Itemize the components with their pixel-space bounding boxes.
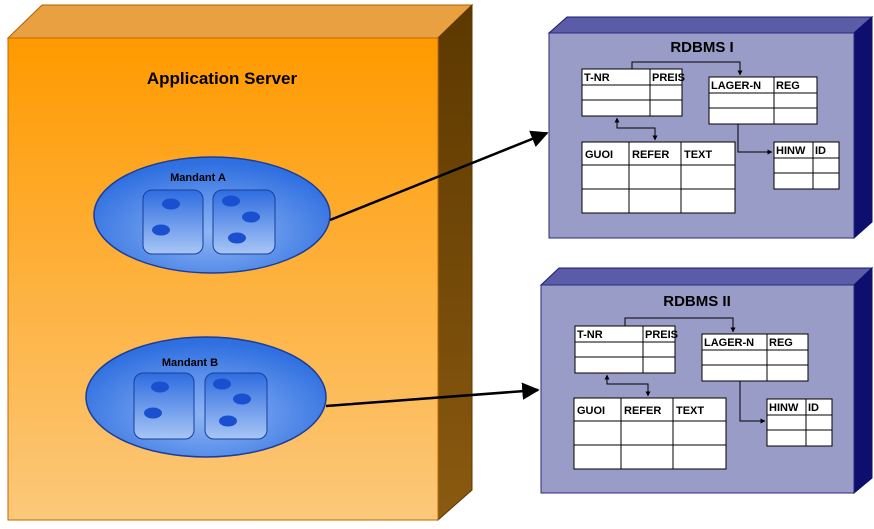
relation-line: [739, 381, 766, 424]
dot-icon: [144, 407, 162, 419]
table-header: T-NR: [584, 72, 610, 84]
table-header: REFER: [624, 405, 661, 417]
dot-icon: [233, 393, 251, 405]
table-header: PREIS: [652, 72, 685, 84]
table-header: TEXT: [684, 149, 712, 161]
table-header: ID: [808, 402, 819, 414]
mandant-b-cube-2: [204, 372, 268, 440]
rdbms-2-table-tnr-preis: [574, 325, 676, 374]
dot-icon: [162, 198, 180, 210]
mandant-a-cube-1: [142, 189, 204, 255]
rdbms-2-table-guoi-refer-text: [573, 397, 727, 470]
rdbms-1-table-guoi-refer-text: [581, 141, 736, 214]
table-header: GUOI: [585, 149, 613, 161]
connector-mandant-a-rdbms-1: [329, 130, 549, 222]
table-header: REG: [769, 337, 793, 349]
rdbms-1-table-lager-reg: [708, 76, 818, 125]
server-side-face: [437, 3, 473, 522]
table-header: PREIS: [645, 329, 678, 341]
rdbms-1-side-face: [853, 15, 873, 240]
dot-icon: [228, 232, 246, 244]
dot-icon: [152, 224, 170, 236]
server-title: Application Server: [147, 69, 298, 88]
table-header: GUOI: [577, 405, 605, 417]
mandant-a: Mandant A: [93, 156, 331, 274]
rdbms-2-side-face: [853, 266, 873, 495]
table-header: LAGER-N: [711, 80, 761, 92]
relation-line: [624, 317, 736, 333]
rdbms-1-table-hinw-id: [773, 141, 840, 190]
mandant-b-label: Mandant B: [162, 357, 218, 369]
mandant-a-cube-2: [212, 189, 276, 255]
dot-icon: [213, 378, 231, 390]
table-header: ID: [815, 145, 826, 157]
mandant-b-cube-1: [133, 372, 195, 440]
mandant-a-label: Mandant A: [170, 172, 226, 184]
table-header: REG: [776, 80, 800, 92]
relation-line: [614, 117, 658, 141]
connector-mandant-b-rdbms-2: [325, 382, 540, 408]
dot-icon: [222, 195, 240, 207]
table-header: T-NR: [577, 329, 603, 341]
rdbms-1: RDBMS I T-NR PREIS LAGER-N REG GUOI R: [547, 15, 874, 240]
rdbms-1-title: RDBMS I: [670, 39, 733, 56]
dot-icon: [219, 415, 237, 427]
rdbms-2-top-face: [539, 267, 874, 286]
rdbms-1-top-face: [547, 16, 874, 34]
mandant-b: Mandant B: [85, 336, 327, 458]
table-header: REFER: [632, 149, 669, 161]
relation-line: [737, 124, 773, 155]
dot-icon: [151, 381, 169, 393]
rdbms-2-title: RDBMS II: [663, 293, 731, 310]
table-header: LAGER-N: [704, 337, 754, 349]
rdbms-2-table-hinw-id: [766, 398, 833, 447]
rdbms-2: RDBMS II T-NR PREIS LAGER-N REG GUOI: [539, 266, 874, 495]
server-top-face: [6, 4, 474, 39]
table-header: TEXT: [676, 405, 704, 417]
relation-line: [631, 61, 743, 76]
table-header: HINW: [769, 402, 799, 414]
relation-line: [604, 374, 651, 397]
rdbms-1-table-tnr-preis: [581, 68, 683, 117]
dot-icon: [242, 211, 260, 223]
table-header: HINW: [776, 145, 806, 157]
rdbms-2-table-lager-reg: [701, 333, 809, 382]
